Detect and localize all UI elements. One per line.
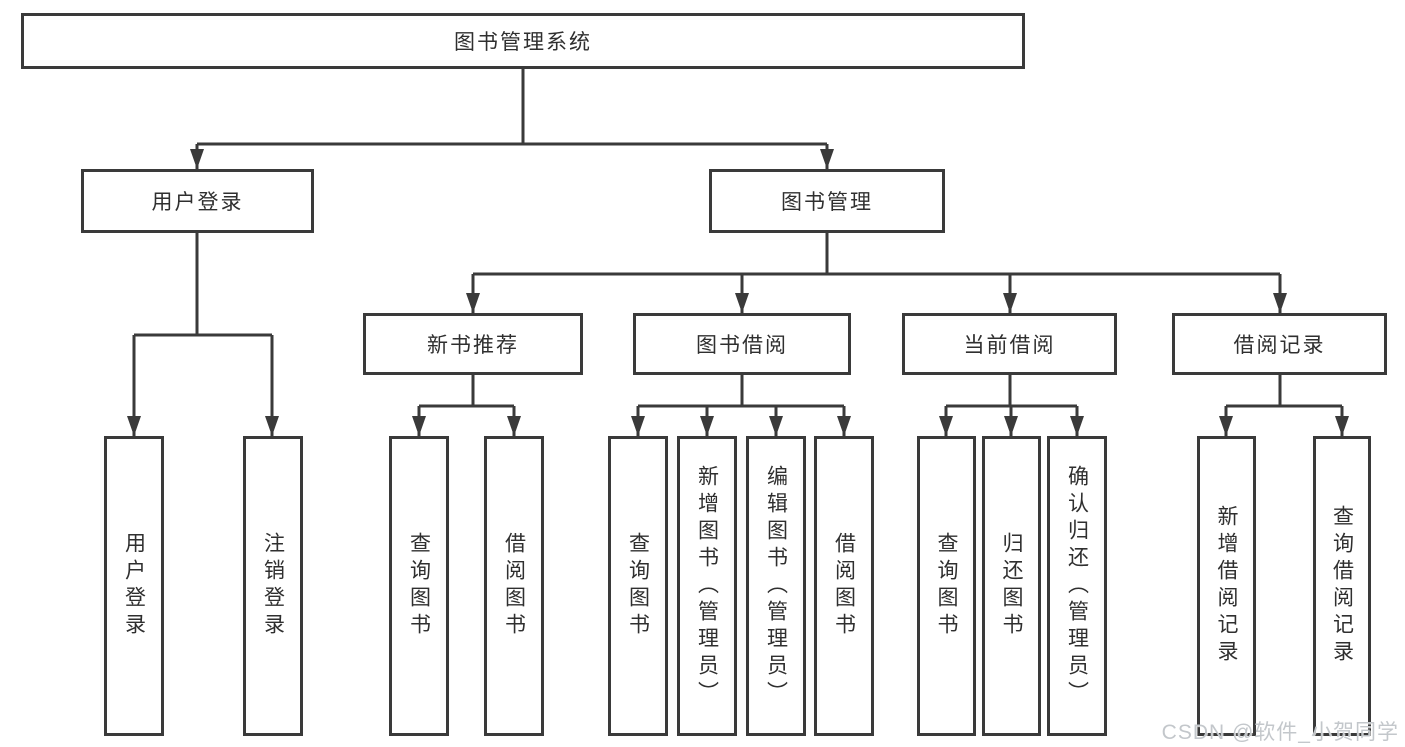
leaf-query-borrow-record-label: 查询借阅记录 [1330, 505, 1354, 667]
node-library-system: 图书管理系统 [21, 13, 1025, 69]
leaf-borrow-books: 借阅图书 [814, 436, 874, 736]
leaf-add-borrow-record-label: 新增借阅记录 [1215, 505, 1238, 667]
leaf-return-books-label: 归还图书 [1000, 532, 1023, 640]
leaf-confirm-return-admin: 确认归还（管理员） [1047, 436, 1107, 736]
node-borrow-records-label: 借阅记录 [1233, 334, 1326, 357]
leaf-confirm-return-admin-label: 确认归还（管理员） [1065, 464, 1089, 708]
leaf-query-books-borrow-label: 查询图书 [626, 532, 650, 640]
leaf-edit-book-admin-label: 编辑图书（管理员） [764, 464, 788, 708]
node-new-book-recommend-label: 新书推荐 [427, 334, 519, 357]
leaf-user-login-label: 用户登录 [122, 532, 146, 640]
leaf-logout-label: 注销登录 [261, 532, 285, 640]
watermark: CSDN @软件_小贺同学 [1161, 721, 1399, 744]
leaf-query-books-current-label: 查询图书 [935, 532, 958, 640]
node-user-login: 用户登录 [81, 169, 314, 233]
leaf-query-books-current: 查询图书 [917, 436, 976, 736]
node-book-borrow: 图书借阅 [633, 313, 851, 375]
leaf-borrow-books-label: 借阅图书 [832, 532, 856, 640]
leaf-return-books: 归还图书 [982, 436, 1041, 736]
leaf-logout: 注销登录 [243, 436, 303, 736]
leaf-query-books-borrow: 查询图书 [608, 436, 668, 736]
leaf-query-books-recommend-label: 查询图书 [407, 532, 431, 640]
node-new-book-recommend: 新书推荐 [363, 313, 583, 375]
node-book-management-label: 图书管理 [781, 191, 873, 214]
node-library-system-label: 图书管理系统 [454, 31, 592, 54]
leaf-add-book-admin-label: 新增图书（管理员） [695, 464, 719, 708]
leaf-borrow-books-recommend-label: 借阅图书 [502, 532, 526, 640]
node-current-borrow-label: 当前借阅 [963, 334, 1056, 357]
node-book-borrow-label: 图书借阅 [696, 334, 788, 357]
leaf-query-books-recommend: 查询图书 [389, 436, 449, 736]
leaf-edit-book-admin: 编辑图书（管理员） [746, 436, 806, 736]
leaf-user-login: 用户登录 [104, 436, 164, 736]
leaf-add-borrow-record: 新增借阅记录 [1197, 436, 1256, 736]
leaf-add-book-admin: 新增图书（管理员） [677, 436, 737, 736]
node-user-login-label: 用户登录 [151, 191, 244, 214]
leaf-borrow-books-recommend: 借阅图书 [484, 436, 544, 736]
node-book-management: 图书管理 [709, 169, 945, 233]
node-borrow-records: 借阅记录 [1172, 313, 1387, 375]
leaf-query-borrow-record: 查询借阅记录 [1313, 436, 1371, 736]
node-current-borrow: 当前借阅 [902, 313, 1117, 375]
